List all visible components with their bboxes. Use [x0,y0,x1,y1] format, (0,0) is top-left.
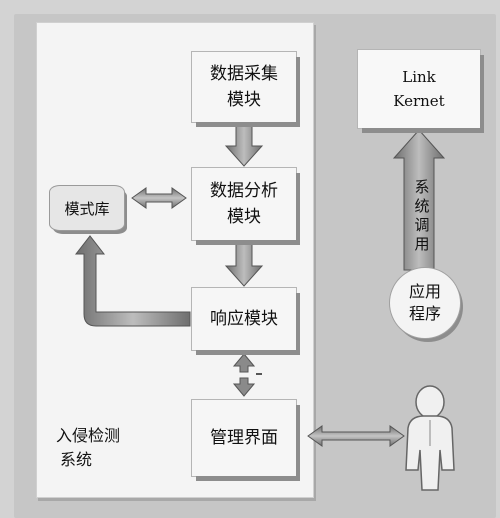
arrow-analyze-to-respond [224,243,264,287]
arrow-respond-ui [232,353,256,373]
data-collection-module: 数据采集 模块 [192,52,296,122]
collect-line-1: 数据采集 [210,64,278,84]
analyze-line-1: 数据分析 [210,181,278,201]
system-label-line-1: 入侵检测 [56,426,121,445]
system-call-label: 系 统 调 用 [412,178,432,254]
pattern-database: 模式库 [50,186,124,230]
link-kernel-box: Link Kernet [358,50,480,128]
kernel-line-1: Link [402,68,436,86]
arrow-app-to-kernel [392,129,446,271]
collect-line-2: 模块 [227,90,261,110]
pattern-db-label: 模式库 [64,199,110,218]
arrow-db-analyze [131,187,187,209]
ids-system-label: 入侵检测 系统 [56,424,156,472]
analyze-line-2: 模块 [227,207,261,227]
management-ui-module: 管理界面 [192,400,296,476]
user-icon [405,385,455,491]
syscall-char-4: 用 [414,235,430,253]
data-analysis-module: 数据分析 模块 [192,168,296,240]
response-module: 响应模块 [192,288,296,350]
syscall-char-3: 调 [414,216,430,234]
system-label-line-2: 系统 [60,450,93,469]
kernel-line-2: Kernet [393,92,445,110]
arrow-ui-user [307,425,405,447]
ui-label: 管理界面 [210,428,278,448]
arrow-respond-to-db [74,235,191,327]
application-node: 应用 程序 [390,268,460,338]
syscall-char-1: 系 [414,178,430,196]
arrow-collect-to-analyze [224,123,264,167]
app-line-1: 应用 [408,282,441,301]
syscall-char-2: 统 [414,197,430,215]
app-line-2: 程序 [408,304,441,323]
respond-label: 响应模块 [210,309,278,329]
